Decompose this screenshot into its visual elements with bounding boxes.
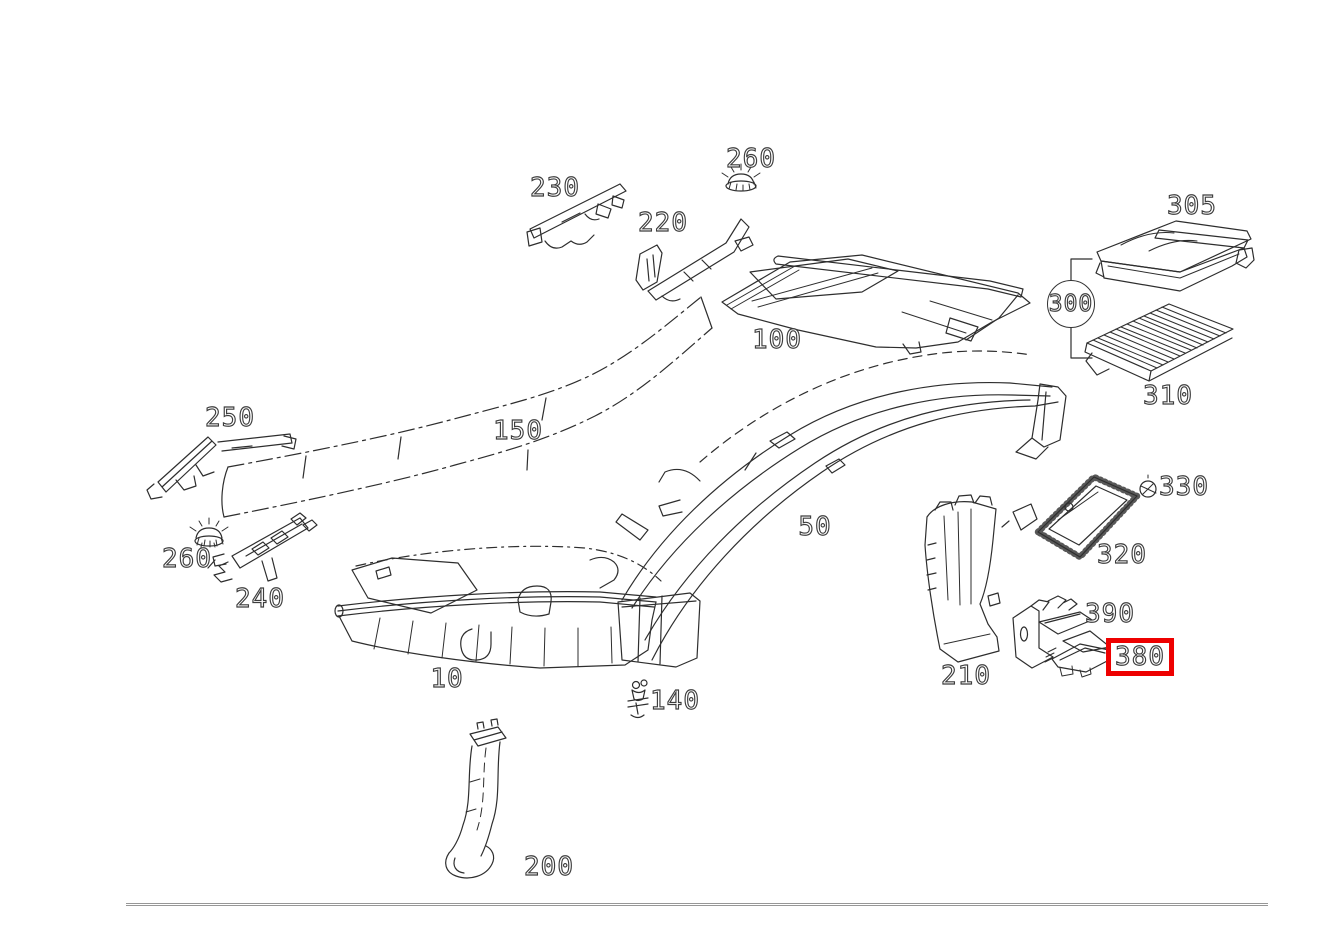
part-label-150[interactable]: 150 — [492, 416, 543, 446]
part-330-screw-drawing[interactable] — [1139, 474, 1157, 498]
part-label-300-circled[interactable]: 300 — [1047, 280, 1095, 328]
part-label-320[interactable]: 320 — [1096, 540, 1147, 570]
part-260-top-grommet-drawing[interactable] — [721, 163, 761, 192]
part-label-50[interactable]: 50 — [798, 512, 832, 542]
part-label-100[interactable]: 100 — [751, 325, 802, 355]
part-label-210[interactable]: 210 — [940, 661, 991, 691]
part-100-drawing[interactable] — [721, 254, 1031, 355]
part-label-305[interactable]: 305 — [1166, 191, 1217, 221]
part-label-310[interactable]: 310 — [1142, 381, 1193, 411]
part-210-drawing[interactable] — [924, 494, 1001, 663]
part-label-260-left[interactable]: 260 — [161, 544, 212, 574]
part-260-left-grommet-drawing[interactable] — [189, 517, 229, 548]
label-300-bracket — [1070, 258, 1093, 359]
bottom-divider — [126, 903, 1268, 906]
part-label-240[interactable]: 240 — [234, 584, 285, 614]
part-230-drawing[interactable] — [526, 183, 627, 249]
part-label-230[interactable]: 230 — [529, 173, 580, 203]
part-label-10[interactable]: 10 — [430, 664, 464, 694]
part-200-drawing[interactable] — [445, 718, 507, 879]
part-240-drawing[interactable] — [207, 512, 318, 583]
part-label-330[interactable]: 330 — [1158, 472, 1209, 502]
part-label-380-highlighted[interactable]: 380 — [1106, 638, 1174, 676]
part-label-140[interactable]: 140 — [649, 686, 700, 716]
part-50-drawing[interactable] — [615, 350, 1067, 668]
part-305-drawing[interactable] — [1095, 220, 1255, 292]
part-390-drawing[interactable] — [1012, 595, 1093, 669]
part-label-390[interactable]: 390 — [1084, 599, 1135, 629]
part-10-drawing[interactable] — [334, 545, 662, 669]
part-label-220[interactable]: 220 — [637, 208, 688, 238]
part-250-drawing[interactable] — [146, 433, 297, 500]
part-label-260-top[interactable]: 260 — [725, 144, 776, 174]
part-label-250[interactable]: 250 — [204, 403, 255, 433]
part-150-drawing[interactable] — [221, 296, 713, 518]
part-label-200[interactable]: 200 — [523, 852, 574, 882]
part-310-drawing[interactable] — [1084, 303, 1234, 382]
part-220-drawing[interactable] — [635, 218, 754, 302]
part-380-drawing[interactable] — [1044, 630, 1112, 678]
part-320-drawing[interactable] — [1001, 473, 1141, 561]
part-140-clip-drawing[interactable] — [627, 679, 649, 719]
label-150-tick — [526, 449, 529, 471]
